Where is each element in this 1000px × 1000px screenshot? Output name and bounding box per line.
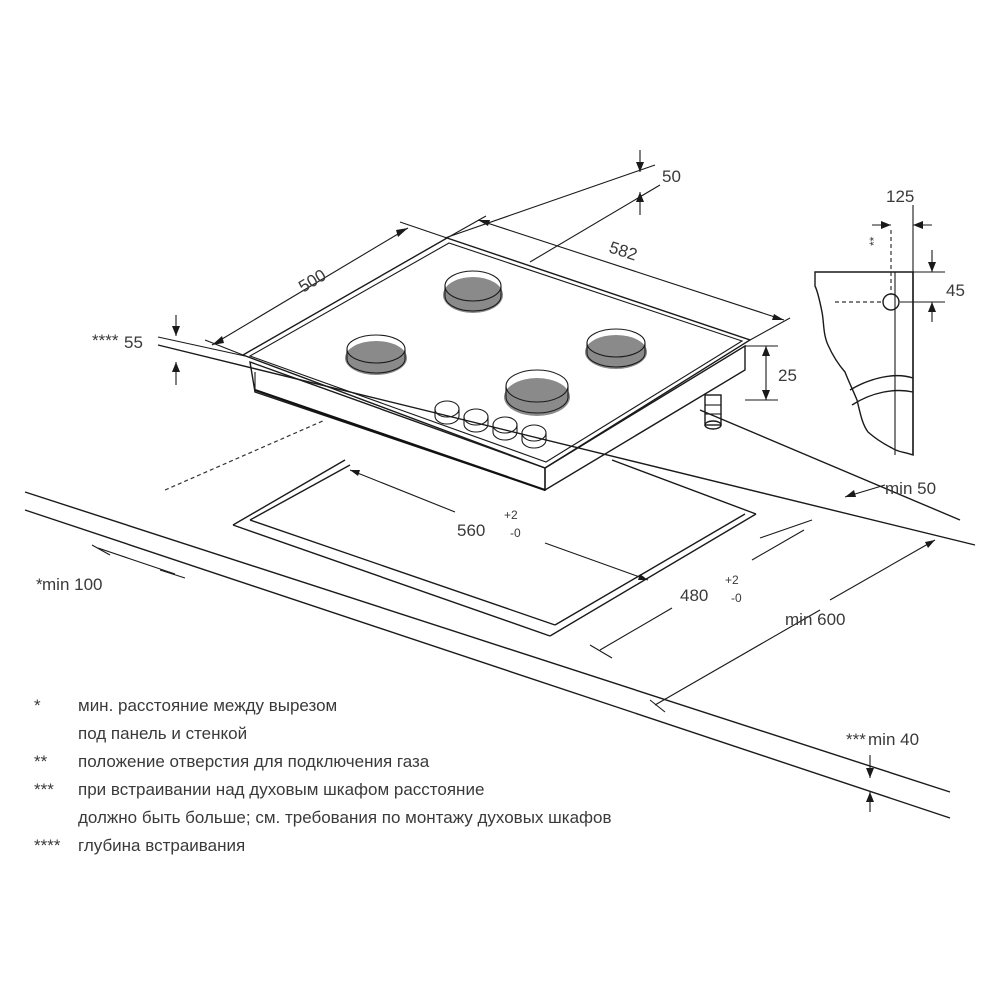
burner-front	[504, 369, 570, 416]
knob-1	[434, 400, 460, 425]
dim-125-mark: **	[867, 236, 881, 246]
dim-582: 582	[446, 215, 791, 341]
dim-55-label: 55	[124, 333, 143, 352]
knob-3	[492, 416, 518, 441]
dim-560: 560 +2 -0	[349, 469, 649, 581]
dim-50: 50	[444, 150, 681, 263]
gas-connection-detail: 125 ** 45	[814, 187, 965, 457]
svg-text:min 100: min 100	[42, 575, 102, 594]
dim-125-label: 125	[886, 187, 914, 206]
dim-480: 480 +2 -0	[589, 519, 813, 659]
footnote-2: ** положение отверстия для подключения г…	[34, 748, 814, 776]
footnote-4: **** глубина встраивания	[34, 832, 814, 860]
dim-480-label: 480	[680, 586, 708, 605]
hidden-edge	[164, 419, 326, 491]
dim-50-label: 50	[662, 167, 681, 186]
cutout-outline	[232, 459, 757, 637]
burner-right	[585, 328, 647, 369]
dim-min-40-label: min 40	[868, 730, 919, 749]
footnote-line: положение отверстия для подключения газа	[78, 752, 430, 771]
dim-500: 500	[204, 221, 448, 356]
burner-back	[443, 270, 503, 313]
svg-text:-0: -0	[731, 591, 742, 605]
knob-4	[521, 424, 547, 449]
dim-560-label: 560	[457, 521, 485, 540]
dim-45-label: 45	[946, 281, 965, 300]
dim-min-40: *** min 40	[846, 730, 919, 812]
svg-text:-0: -0	[510, 526, 521, 540]
dim-min-50-label: min 50	[885, 479, 936, 498]
knob-2	[463, 408, 489, 433]
footnote-line: мин. расстояние между вырезом	[78, 696, 338, 715]
dim-min-600-label: min 600	[785, 610, 845, 629]
dim-25-label: 25	[778, 366, 797, 385]
dim-582-label: 582	[607, 238, 640, 265]
footnote-mark: **	[34, 752, 48, 771]
footnotes: * мин. расстояние между вырезом под пане…	[34, 692, 814, 860]
dim-min-600: min 600	[649, 539, 936, 713]
footnote-3: *** при встраивании над духовым шкафом р…	[34, 776, 814, 832]
footnote-line: глубина встраивания	[78, 836, 246, 855]
dim-min-100: * min 100	[36, 544, 186, 594]
burner-left	[345, 334, 407, 375]
dim-min-40-mark: ***	[846, 730, 866, 749]
dim-min-100-label: *	[36, 575, 43, 594]
dim-min-50: min 50	[844, 479, 936, 498]
footnote-mark: *	[34, 696, 41, 715]
burners	[345, 270, 647, 416]
svg-text:+2: +2	[504, 508, 518, 522]
footnote-1: * мин. расстояние между вырезом под пане…	[34, 692, 814, 748]
dim-55: **** 55	[92, 315, 246, 385]
footnote-line: под панель и стенкой	[78, 724, 248, 743]
gas-connector	[704, 394, 722, 430]
dim-25: 25	[745, 345, 797, 401]
footnote-line: должно быть больше; см. требования по мо…	[78, 808, 612, 827]
svg-text:+2: +2	[725, 573, 739, 587]
dim-55-mark: ****	[92, 331, 119, 350]
footnote-line: при встраивании над духовым шкафом расст…	[78, 780, 485, 799]
knobs	[434, 400, 547, 449]
footnote-mark: ***	[34, 780, 54, 799]
footnote-mark: ****	[34, 836, 61, 855]
